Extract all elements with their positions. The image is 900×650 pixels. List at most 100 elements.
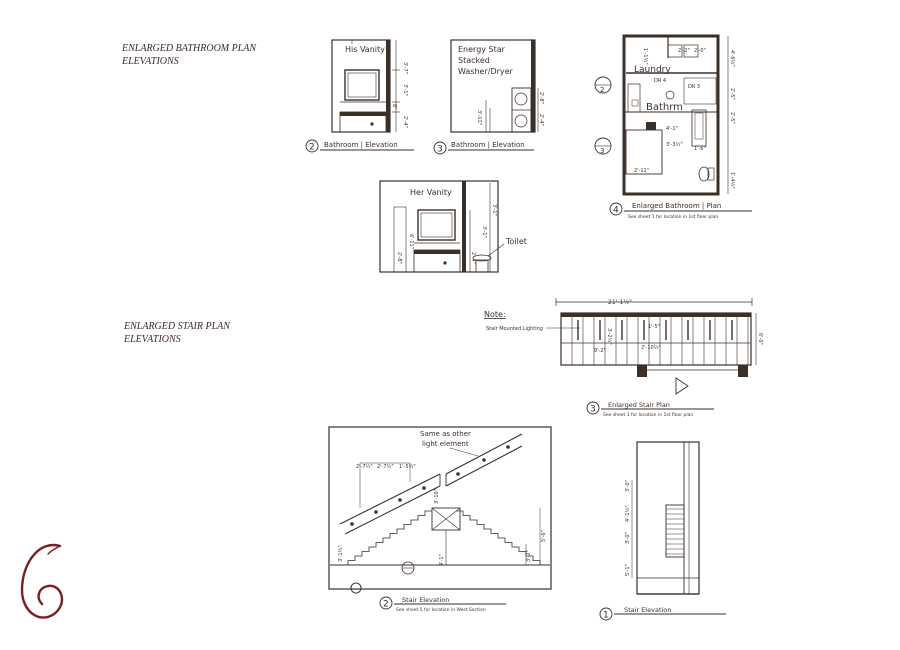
note-heading: Note: (484, 310, 506, 319)
dim-label: 4'-1" (439, 554, 445, 566)
callout-number: 4 (613, 206, 619, 216)
dim-label: 3'-7" (402, 62, 408, 74)
rail-light-dot (422, 486, 426, 490)
dim-label: 5'-6" (541, 530, 547, 542)
dim-label: 8" (391, 104, 397, 109)
his-elevation-title: Bathroom | Elevation (324, 141, 398, 149)
annotation-text: light element (422, 440, 469, 448)
dim-label: 3'-2½" (606, 328, 613, 345)
callout-number: 3 (437, 145, 443, 155)
dim-label: 3'-2" (526, 550, 532, 562)
dim-label: 2'-4" (470, 252, 476, 264)
her-vanity-label: Her Vanity (410, 188, 452, 197)
stair-elevation-1-title: Stair Elevation (624, 606, 671, 614)
bathroom-room-label: Bathrm (646, 102, 683, 113)
his-vanity-elevation: His Vanity 3'-7" 3'-1" 8" 2'-4" 2 Bathro… (305, 39, 414, 153)
callout-bubble (609, 202, 623, 216)
dim-label: 5'-1" (625, 564, 631, 576)
rail-light-dot (456, 472, 460, 476)
dim-label: 9'-2" (594, 348, 606, 354)
washer-dryer-label: Washer/Dryer (458, 67, 514, 76)
dim-label: 2'-0" (694, 48, 706, 54)
toilet-label: Toilet (505, 237, 527, 246)
marker-number: 2 (600, 86, 604, 94)
dim-label: 6'-11" (408, 234, 414, 249)
laundry-elevation-title: Bathroom | Elevation (451, 141, 525, 149)
dim-label: 2'-2" (678, 48, 690, 54)
door-label: DR 3 (688, 84, 700, 90)
stair-plan-title: Enlarged Stair Plan (608, 401, 670, 409)
stair-elevation-2: Same as other light element 2'-7½" 2'-7½… (328, 426, 552, 613)
dim-label: 6'-0" (757, 333, 763, 345)
dim-label: 3'-10" (434, 489, 440, 504)
dim-label: 2'-4" (402, 116, 408, 128)
his-vanity-label: His Vanity (345, 45, 385, 54)
callout-bubble (305, 139, 319, 153)
rail-light-dot (350, 522, 354, 526)
dim-label: 3'-1½" (337, 545, 344, 562)
dim-label: 3'-11" (476, 110, 482, 125)
dim-label: 2'-4" (538, 114, 544, 126)
dim-label: 2'-11" (634, 168, 649, 174)
annotation-text: Same as other (420, 430, 471, 438)
dim-label: 3'-0" (625, 480, 631, 492)
dim-label: 3'-1" (402, 84, 408, 96)
bathroom-plan: Laundry DR 4 DR 3 Bathrm 1'-1½" 2'-2" 2'… (594, 34, 752, 220)
stair-elevation-2-note: See sheet 5 for location in West Section (396, 607, 486, 613)
dim-label: 1'-5½" (399, 463, 416, 470)
callout-number: 1 (603, 611, 609, 621)
dim-label: 3'-3½" (666, 141, 683, 148)
dim-label: 2'-7½" (377, 463, 394, 470)
callout-number: 3 (590, 405, 596, 415)
dim-label: 2'-5" (729, 112, 735, 124)
callout-bubble (433, 141, 447, 155)
stair-profile-left (347, 510, 432, 565)
marker-number: 3 (600, 147, 604, 155)
rail-light-dot (374, 510, 378, 514)
dim-label: 2'-5" (729, 88, 735, 100)
bathroom-plan-title: Enlarged Bathroom | Plan (632, 202, 721, 210)
section-arrow-icon (675, 377, 689, 395)
callout-bubble (586, 401, 600, 415)
stair-lighting-note: Stair Mounted Lighting (486, 326, 543, 332)
section-title-stair: ENLARGED STAIR PLAN ELEVATIONS (124, 321, 230, 345)
dim-label: 4'-1" (666, 126, 678, 132)
dim-label: 4'-6½" (729, 50, 736, 67)
rail-light-dot (398, 498, 402, 502)
dim-label: 1'-4½" (729, 172, 736, 189)
dim-label: 2'-8" (396, 252, 402, 264)
dim-label: 3'-1" (491, 204, 497, 216)
brand-logo-icon (20, 543, 64, 619)
callout-number: 2 (383, 600, 389, 610)
dim-label: 3'-0" (625, 532, 631, 544)
dim-label: 4'-1½" (624, 505, 631, 522)
dim-label: 1'-6" (694, 146, 706, 152)
elevation-1-treads (666, 508, 684, 555)
rail-light-dot (482, 458, 486, 462)
laundry-room-label: Laundry (634, 65, 671, 75)
energy-star-label: Energy Star (458, 45, 506, 54)
rail-light-elements (350, 445, 510, 526)
dim-label: 2'-10½" (641, 344, 661, 351)
dim-label: 2'-8" (538, 92, 544, 104)
stair-plan: 21'-1½" 3'-2½" 1'-5" 9'-2" 2'-10½" 6'-0"… (484, 298, 763, 418)
callout-bubble (379, 596, 393, 610)
dim-label: 21'-1½" (608, 299, 632, 306)
stair-plan-treads (571, 317, 749, 365)
door-label: DR 4 (654, 78, 666, 84)
stair-elevation-2-title: Stair Elevation (402, 596, 449, 604)
rail-light-dot (506, 445, 510, 449)
callout-bubble (599, 607, 613, 621)
callout-number: 2 (309, 143, 315, 153)
dim-label: 2'-7½" (356, 463, 373, 470)
dim-label: 3'-1" (481, 226, 487, 238)
stacked-label: Stacked (458, 56, 490, 65)
her-vanity-elevation: Her Vanity Toilet 3'-1" 3'-1" 2'-4" 6'-1… (379, 180, 527, 273)
stair-elevation-1: 3'-0" 4'-1½" 3'-0" 5'-1" 1 Stair Elevati… (599, 441, 726, 621)
bathroom-plan-note: See sheet 1 for location in 1st floor pl… (628, 214, 718, 220)
dim-label: 1'-1½" (642, 48, 649, 65)
dim-label: 1'-5" (648, 324, 660, 330)
stair-plan-note: See sheet 1 for location in 1st floor pl… (603, 412, 693, 418)
